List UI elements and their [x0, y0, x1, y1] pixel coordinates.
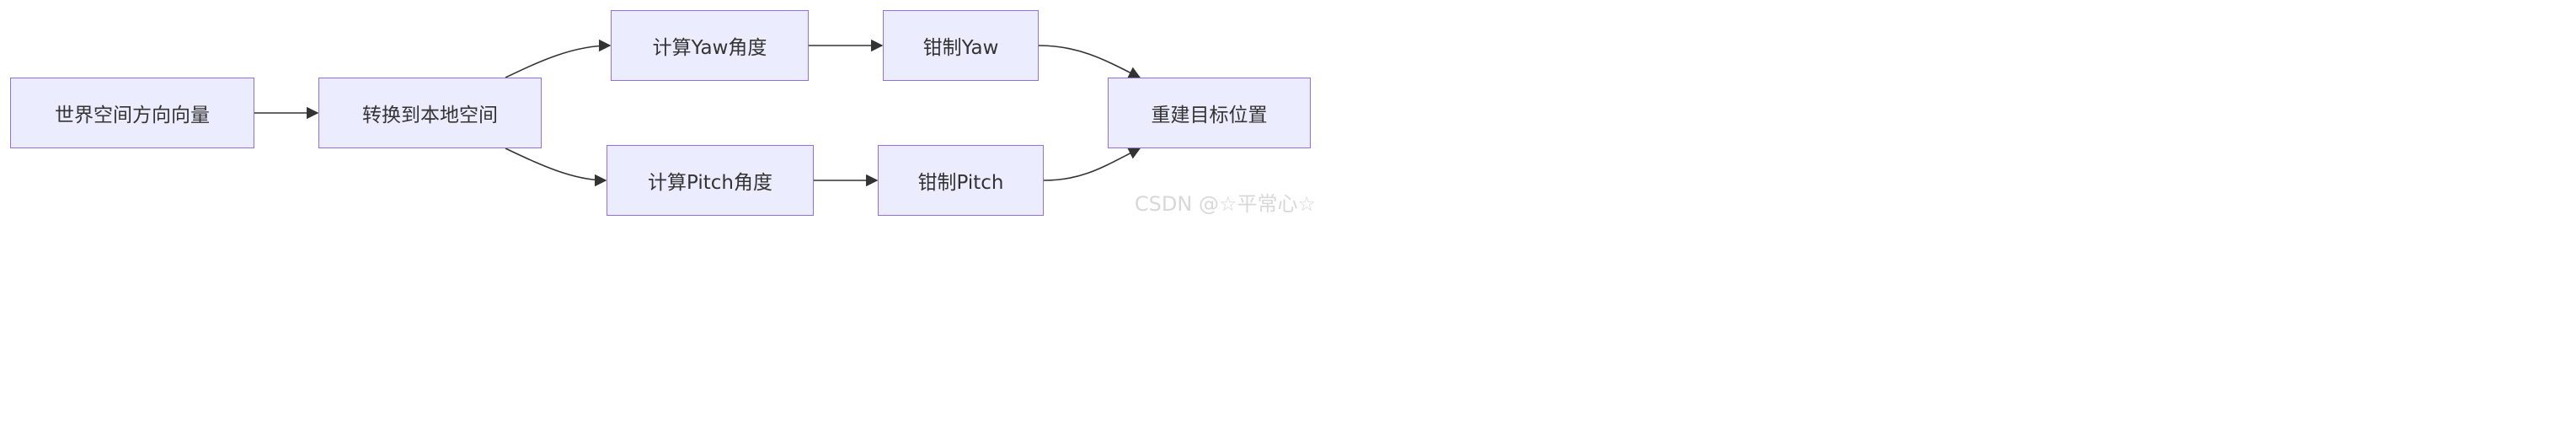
node-label: 转换到本地空间: [362, 105, 498, 126]
edge-local-to-yaw: [505, 39, 612, 78]
node-rebuild-target-position: 重建目标位置: [1108, 78, 1311, 148]
node-compute-pitch: 计算Pitch角度: [607, 145, 814, 216]
node-label: 钳制Pitch: [917, 172, 1004, 194]
node-label: 计算Pitch角度: [648, 172, 772, 194]
node-clamp-yaw: 钳制Yaw: [883, 10, 1039, 81]
node-convert-to-local-space: 转换到本地空间: [318, 78, 542, 148]
node-clamp-pitch: 钳制Pitch: [878, 145, 1044, 216]
node-label: 钳制Yaw: [922, 37, 999, 59]
watermark: CSDN @☆平常心☆: [1134, 192, 1316, 216]
edge-clamp-yaw-to-rebuild: [1038, 45, 1141, 78]
edge-local-to-pitch: [505, 148, 607, 187]
node-label: 计算Yaw角度: [652, 37, 767, 59]
edges-layer: [254, 39, 1141, 187]
node-label: 重建目标位置: [1151, 105, 1268, 126]
edge-clamp-pitch-to-rebuild: [1043, 148, 1141, 181]
node-compute-yaw: 计算Yaw角度: [611, 10, 809, 81]
node-label: 世界空间方向向量: [55, 105, 210, 126]
node-world-direction-vector: 世界空间方向向量: [10, 78, 254, 148]
flowchart: 世界空间方向向量 转换到本地空间 计算Yaw角度 钳制Yaw 计算Pitch角度…: [0, 0, 1319, 225]
